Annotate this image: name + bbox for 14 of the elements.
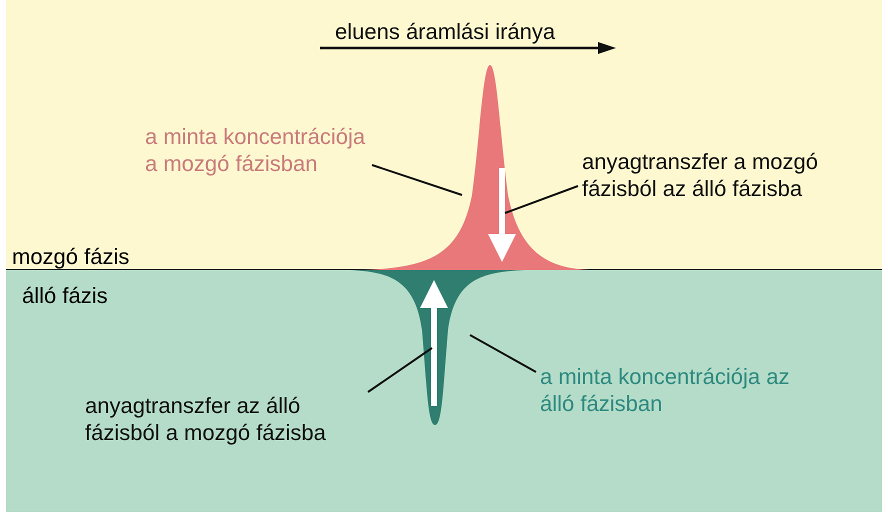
phase-region (6, 0, 882, 270)
callout-text: anyagtranszfer az álló fázisból a mozgó fázisba (85, 392, 375, 446)
callout-text: a minta koncentrációja az álló fázisban (540, 363, 802, 417)
callout-text: a minta koncentrációja a mozgó fázisban (145, 123, 370, 177)
phase-label: mozgó fázis (12, 243, 130, 270)
callout-text: anyagtranszfer a mozgó fázisból az álló fázisba (582, 148, 872, 202)
transfer-arrow (420, 280, 448, 406)
phase-region (6, 270, 882, 512)
leader-line (470, 334, 536, 373)
leader-line (504, 185, 578, 214)
flow-direction-label: eluens áramlási iránya (335, 18, 556, 45)
transfer-arrow (488, 168, 516, 262)
phase-label: álló fázis (22, 282, 108, 309)
leader-line (372, 164, 462, 196)
